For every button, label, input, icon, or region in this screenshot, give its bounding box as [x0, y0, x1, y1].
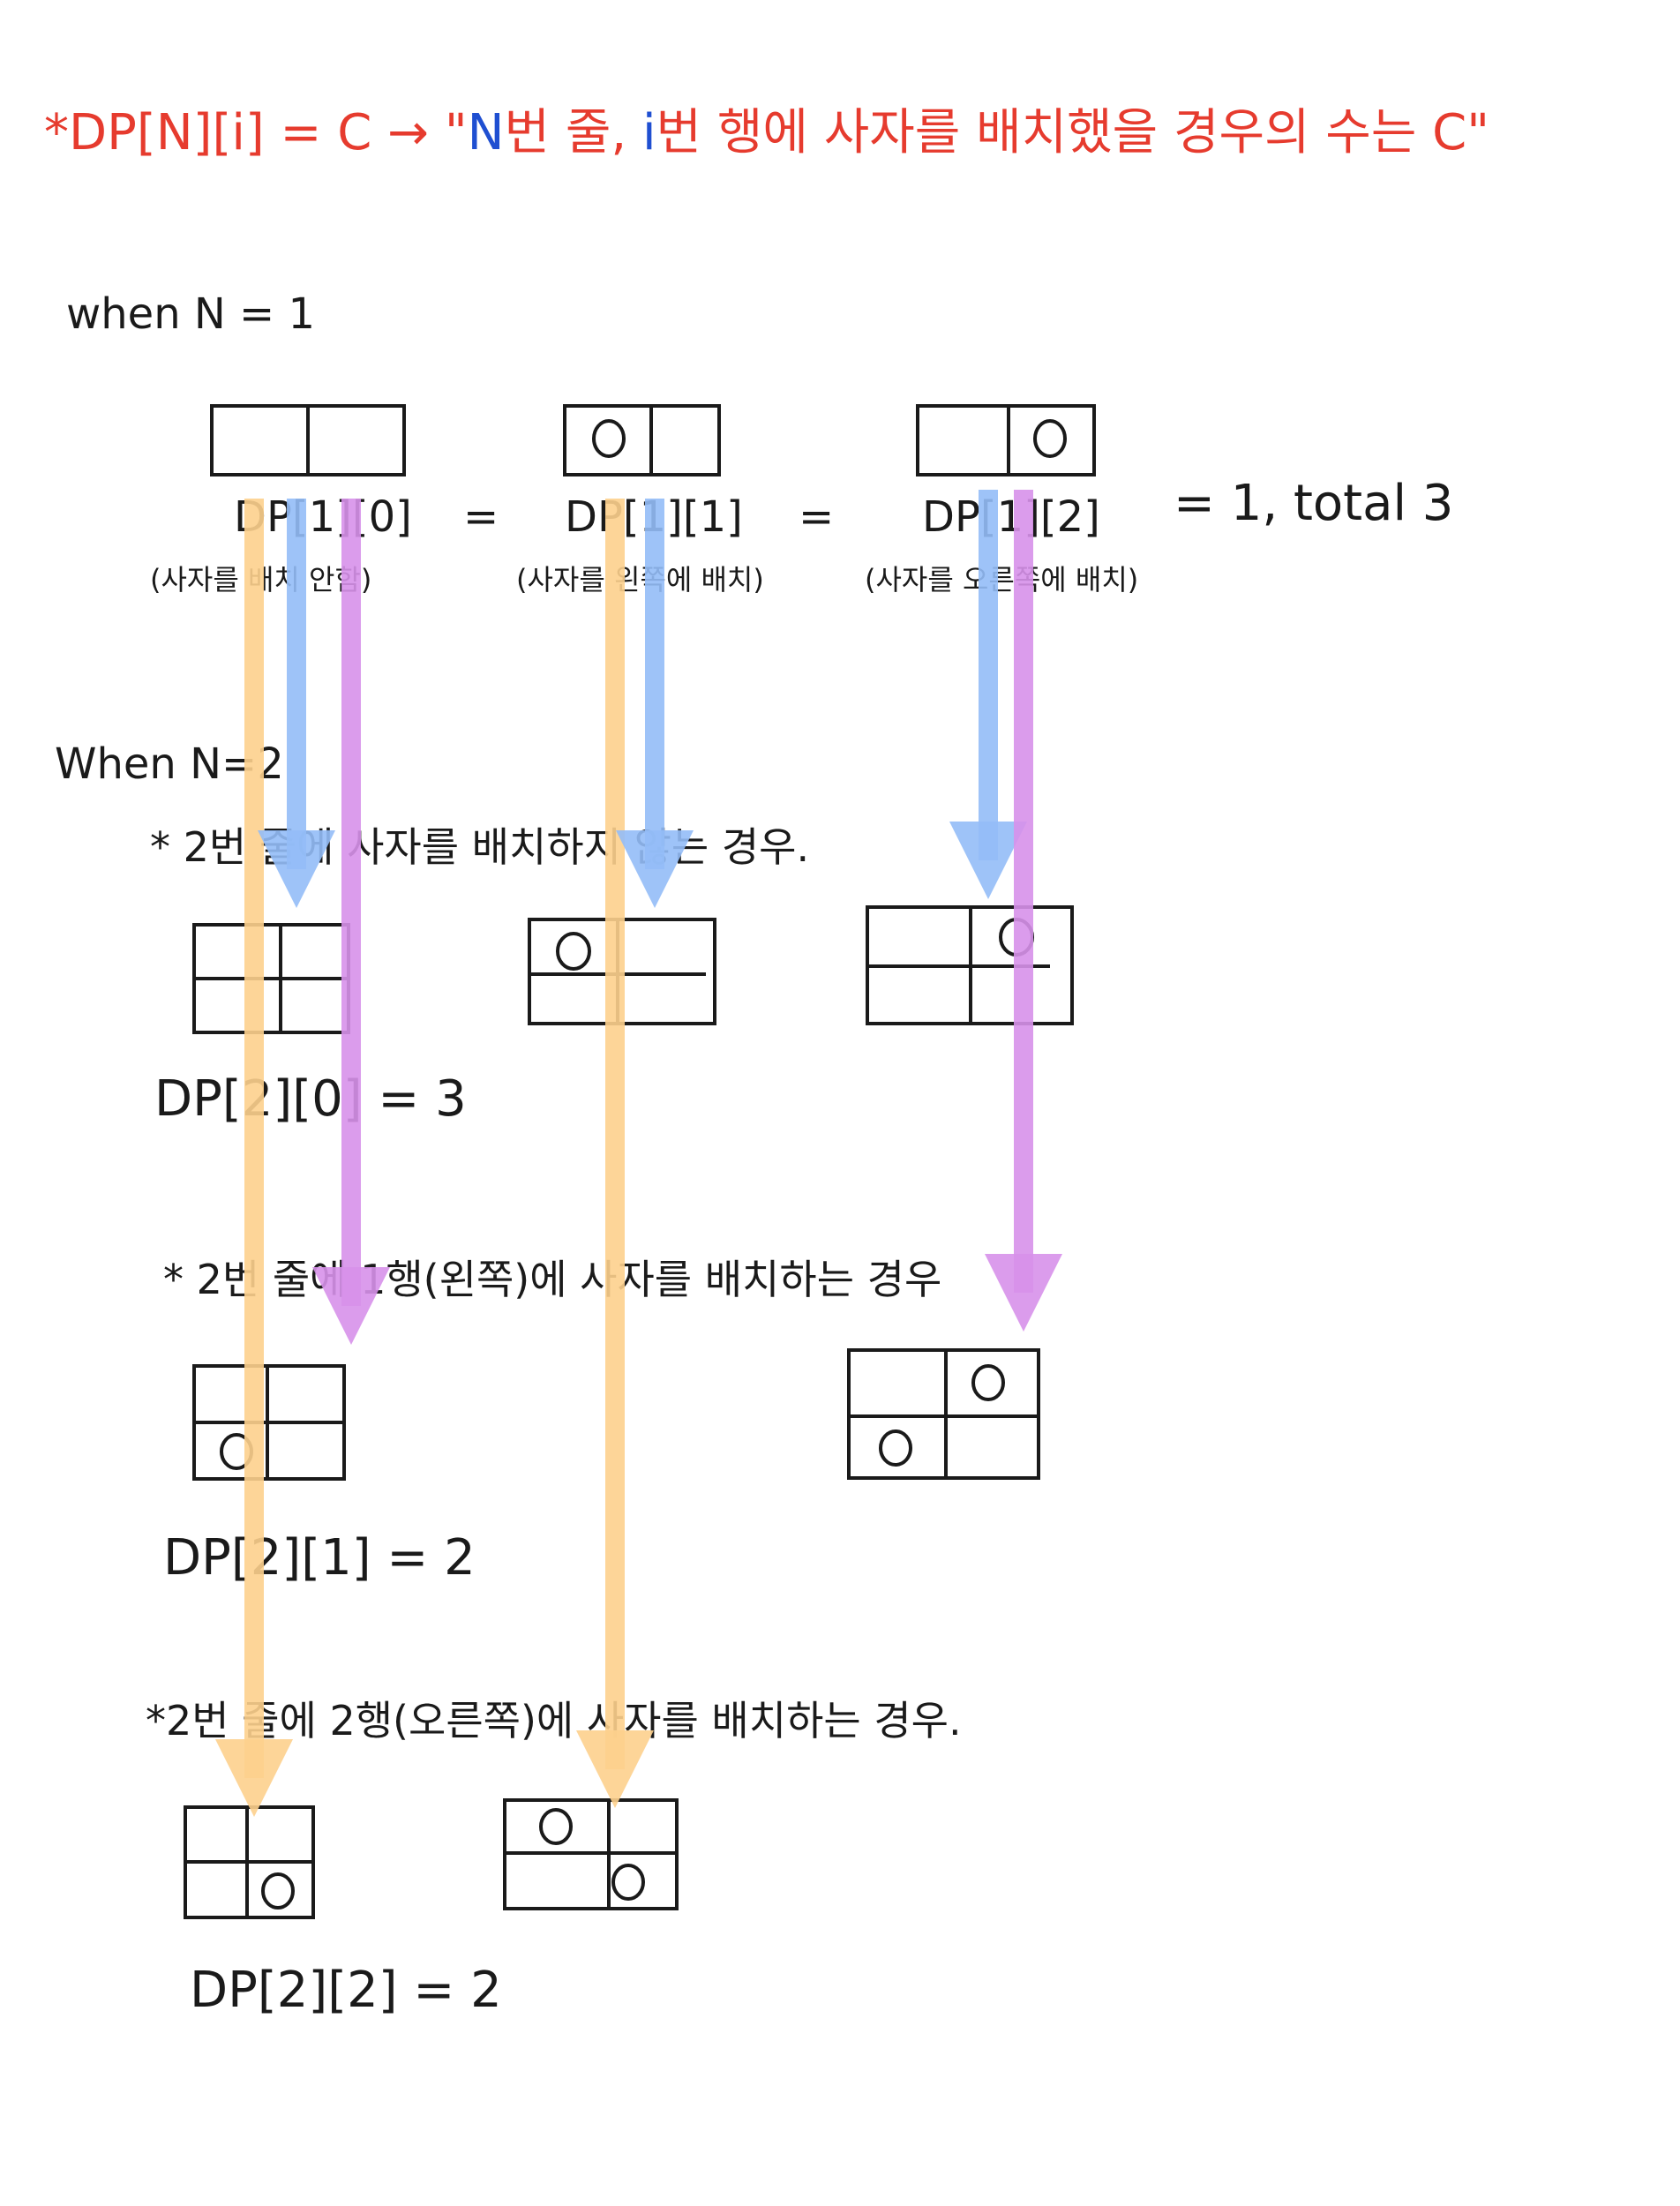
dp-2-2-result: DP[2][2] = 2 [190, 1962, 502, 2019]
dp-2-0-result: DP[2][0] = 3 [154, 1070, 467, 1128]
n1-box-right [916, 404, 1096, 476]
n1-box-empty [210, 404, 406, 476]
dp-1-2-label: DP[1][2] [922, 492, 1100, 542]
case1-grid-1 [192, 1364, 346, 1481]
case1-grid-2 [847, 1348, 1040, 1480]
caption-right-lion: (사자를 오른쪽에 배치) [865, 563, 1139, 597]
when-n1-label: when N = 1 [66, 289, 316, 339]
eq-sign-1: = [463, 492, 499, 542]
case1-heading: * 2번 줄에 1행(왼쪽)에 사자를 배치하는 경우 [163, 1256, 942, 1303]
case0-grid-1 [192, 923, 350, 1034]
title-n-letter: N [467, 104, 505, 161]
dp-1-total: = 1, total 3 [1174, 475, 1454, 532]
title-i-letter: i [641, 104, 656, 161]
case0-grid-3 [866, 905, 1074, 1025]
case2-grid-2 [503, 1798, 679, 1910]
case2-grid-1 [184, 1805, 315, 1919]
dp-2-1-result: DP[2][1] = 2 [163, 1529, 476, 1587]
caption-left-lion: (사자를 왼쪽에 배치) [516, 563, 764, 597]
title-part1: *DP[N][i] = C → " [44, 104, 468, 161]
case2-heading: *2번 줄에 2행(오른쪽)에 사자를 배치하는 경우. [146, 1697, 962, 1745]
n1-box-left [563, 404, 721, 476]
title-part2: 번 줄, [504, 104, 642, 161]
title-line: *DP[N][i] = C → "N번 줄, i번 행에 사자를 배치했을 경우… [44, 106, 1489, 161]
title-part3: 번 행에 사자를 배치했을 경우의 수는 C" [656, 104, 1490, 161]
eq-sign-2: = [799, 492, 835, 542]
